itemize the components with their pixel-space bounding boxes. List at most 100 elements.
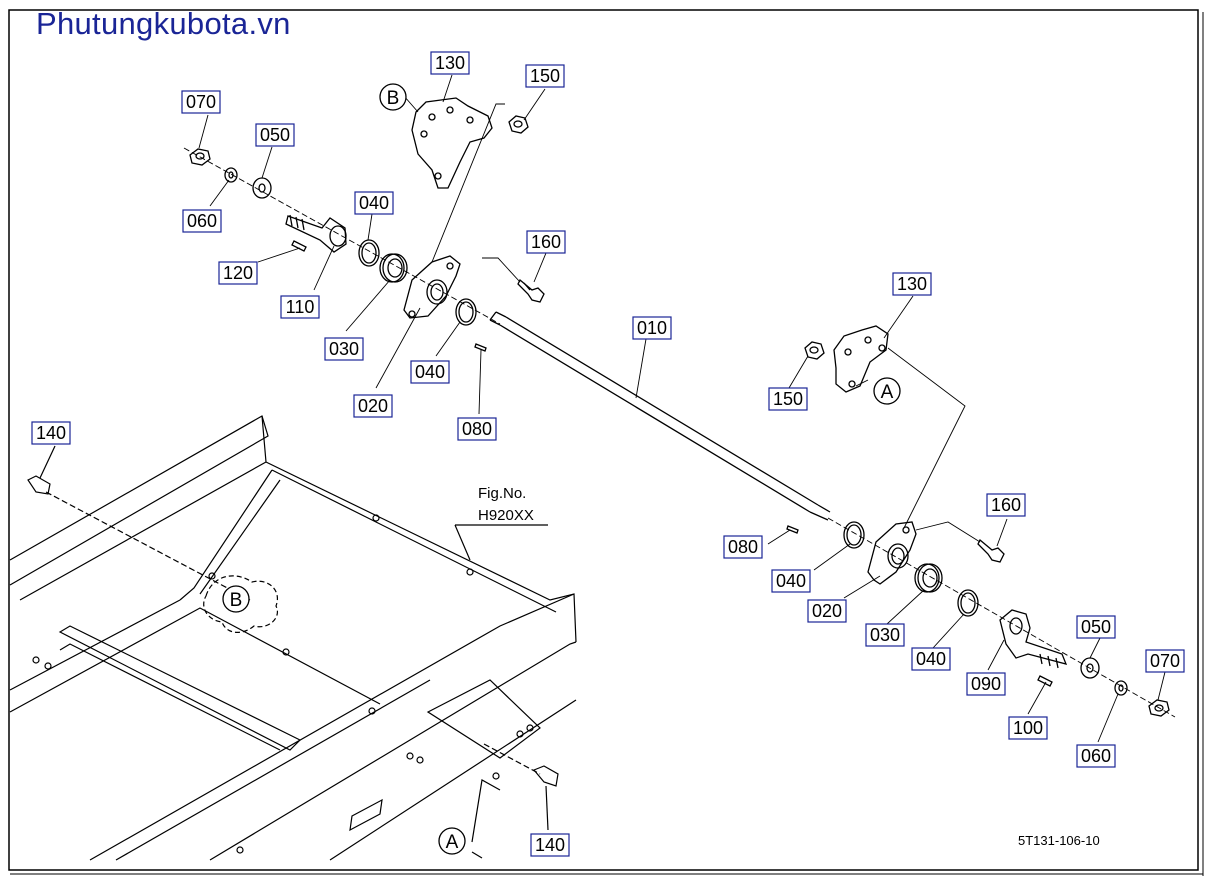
detail-mark-B: B [379, 83, 407, 111]
spring-washer-060-right [1114, 680, 1128, 696]
callout-text: 040 [359, 193, 389, 213]
bolt-160-lower [977, 538, 1005, 563]
callout-100: 100 [1008, 716, 1048, 740]
callout-110: 110 [280, 295, 320, 319]
drawing-code: 5T131-106-10 [1018, 833, 1100, 848]
callout-050: 050 [1076, 615, 1116, 639]
fig-no-code: H920XX [478, 507, 534, 524]
callout-text: 040 [916, 649, 946, 669]
callout-text: 110 [286, 297, 315, 317]
callout-060: 060 [1076, 744, 1116, 768]
yoke-shaft-090 [999, 609, 1068, 669]
key-080-left [474, 343, 487, 352]
callout-text: 080 [462, 419, 492, 439]
callout-text: 090 [971, 674, 1001, 694]
key-080-right [786, 525, 799, 534]
bracket-130-upper [411, 97, 493, 189]
callout-text: 020 [812, 601, 842, 621]
callout-070: 070 [1145, 649, 1185, 673]
site-watermark: Phutungkubota.vn [36, 6, 291, 41]
callout-text: 060 [1081, 746, 1111, 766]
callout-text: 160 [531, 232, 561, 252]
spring-washer-060-left [224, 167, 238, 183]
callout-150: 150 [768, 387, 808, 411]
callout-text: 060 [187, 211, 217, 231]
ring-040-right-second [957, 589, 979, 617]
ring-040-right-first [843, 521, 865, 549]
nut-070-right [1148, 699, 1170, 717]
callout-130: 130 [430, 51, 470, 75]
callout-040: 040 [771, 569, 811, 593]
pin-120 [291, 240, 307, 252]
detail-mark-text: B [387, 88, 400, 109]
callout-labels: 130 150 070 050 060 040 160 120 110 030 020 040 080 0… [31, 51, 1185, 857]
callout-040: 040 [354, 191, 394, 215]
callout-130: 130 [892, 272, 932, 296]
callout-text: 040 [776, 571, 806, 591]
callout-150: 150 [525, 64, 565, 88]
callout-text: 020 [358, 396, 388, 416]
callout-text: 080 [728, 537, 758, 557]
callout-text: 010 [637, 318, 667, 338]
callout-030: 030 [865, 623, 905, 647]
callout-040: 040 [911, 647, 951, 671]
callout-140: 140 [530, 833, 570, 857]
callout-070: 070 [181, 90, 221, 114]
callout-text: 150 [530, 66, 560, 86]
bolt-140-upper [27, 475, 51, 495]
callout-160: 160 [526, 230, 566, 254]
detail-mark-text: A [881, 382, 894, 403]
bearing-030-left [379, 253, 408, 283]
callout-text: 100 [1013, 718, 1043, 738]
detail-mark-A: A [438, 827, 466, 855]
callout-text: 040 [415, 362, 445, 382]
callout-090: 090 [966, 672, 1006, 696]
callout-080: 080 [723, 535, 763, 559]
callout-text: 130 [435, 53, 465, 73]
callout-030: 030 [324, 337, 364, 361]
fig-no-label: Fig.No. [478, 485, 526, 502]
detail-mark-A: A [873, 377, 901, 405]
ring-040-left-second [455, 298, 477, 326]
callout-050: 050 [255, 123, 295, 147]
callout-060: 060 [182, 209, 222, 233]
callout-text: 130 [897, 274, 927, 294]
detail-marks: B A B A [222, 83, 901, 855]
callout-text: 070 [186, 92, 216, 112]
callout-text: 050 [260, 125, 290, 145]
callout-text: 120 [223, 263, 253, 283]
ring-040-upper [358, 239, 380, 267]
callout-text: 140 [535, 835, 565, 855]
callout-040: 040 [410, 360, 450, 384]
callout-text: 030 [870, 625, 900, 645]
main-frame [9, 415, 577, 861]
callout-text: 050 [1081, 617, 1111, 637]
callout-010: 010 [632, 316, 672, 340]
callout-text: 160 [991, 495, 1021, 515]
callout-020: 020 [353, 394, 393, 418]
nut-150-upper [508, 115, 529, 134]
nut-070-left [189, 148, 211, 166]
callout-140: 140 [31, 421, 71, 445]
bearing-holder-020-right [867, 521, 917, 585]
bolt-160-upper [517, 278, 545, 303]
pin-100 [1037, 675, 1053, 687]
bearing-holder-020-left [403, 255, 461, 319]
callout-120: 120 [218, 261, 258, 285]
detail-mark-text: B [230, 590, 243, 611]
callout-text: 140 [36, 423, 66, 443]
main-shaft [489, 311, 831, 521]
callout-160: 160 [986, 493, 1026, 517]
callout-text: 030 [329, 339, 359, 359]
bracket-130-lower [833, 325, 889, 393]
yoke-shaft-110 [285, 214, 347, 253]
detail-mark-B: B [222, 585, 250, 613]
callout-020: 020 [807, 599, 847, 623]
detail-mark-text: A [446, 832, 459, 853]
bolt-140-lower [533, 765, 559, 787]
callout-text: 070 [1150, 651, 1180, 671]
bearing-030-right [914, 563, 943, 593]
callout-080: 080 [457, 417, 497, 441]
